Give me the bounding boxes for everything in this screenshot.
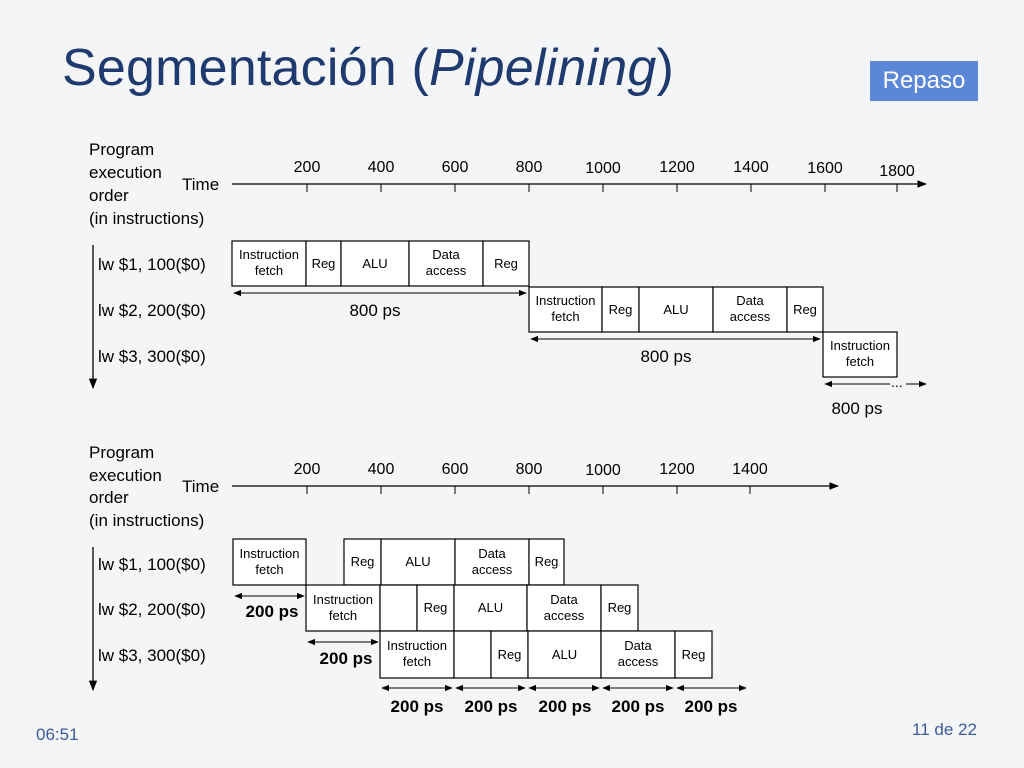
pipeline-row-2: Instruction fetch Reg ALU Data access Re… (528, 286, 824, 333)
order-label-line2: execution (89, 163, 162, 182)
tick-label: 400 (368, 461, 395, 478)
stage-if-line2: fetch (846, 354, 874, 369)
time-label: Time (182, 175, 219, 194)
tick-label: 1200 (659, 159, 695, 176)
stage-dm-line2: access (544, 608, 585, 623)
tick-label: 800 (516, 159, 543, 176)
order-label-line3: order (89, 186, 129, 205)
stage-duration-label: 200 ps (685, 697, 738, 716)
time-label: Time (182, 477, 219, 496)
stage-reg: Reg (608, 600, 632, 615)
stage-dm-line2: access (472, 562, 513, 577)
order-label-line2: execution (89, 466, 162, 485)
order-label-line1: Program (89, 140, 154, 159)
stage-dm-line2: access (426, 263, 467, 278)
stage-alu: ALU (552, 647, 577, 662)
stage-reg: Reg (424, 600, 448, 615)
stage-reg: Reg (793, 302, 817, 317)
stage-if-line2: fetch (255, 562, 283, 577)
tick-label: 400 (368, 159, 395, 176)
ellipsis: ... (891, 374, 903, 390)
stage-if-line2: fetch (551, 309, 579, 324)
stage-dm-line1: Data (624, 638, 652, 653)
instruction-label: lw $2, 200($0) (98, 301, 206, 320)
stage-dm-line2: access (730, 309, 771, 324)
pipeline-row-3: Instruction fetch Reg ALU Data access Re… (379, 630, 713, 679)
stage-reg: Reg (494, 256, 518, 271)
stage-if-line1: Instruction (830, 338, 890, 353)
tick-label: 1000 (585, 160, 621, 177)
stage-duration-label: 200 ps (539, 697, 592, 716)
offset-label: 200 ps (246, 602, 299, 621)
order-label-line1: Program (89, 443, 154, 462)
stage-reg: Reg (682, 647, 706, 662)
gap-label: 800 ps (349, 301, 400, 320)
pipeline-row-1: Instruction fetch Reg ALU Data access Re… (231, 240, 530, 287)
tick-label: 600 (442, 461, 469, 478)
stage-alu: ALU (405, 554, 430, 569)
order-label-line4: (in instructions) (89, 511, 204, 530)
pipeline-row-2: Instruction fetch Reg ALU Data access Re… (305, 584, 639, 632)
slide-time: 06:51 (36, 725, 79, 744)
tick-label: 1000 (585, 462, 621, 479)
bottom-diagram: Program execution order (in instructions… (88, 443, 839, 716)
order-label-line4: (in instructions) (89, 209, 204, 228)
stage-dm-line1: Data (736, 293, 764, 308)
offset-label: 200 ps (320, 649, 373, 668)
slide-page-number: 11 de 22 (912, 720, 977, 739)
stage-if-line1: Instruction (240, 546, 300, 561)
pipeline-row-1: Instruction fetch Reg ALU Data access Re… (232, 538, 565, 586)
axis-ticks: 200 400 600 800 1000 1200 1400 (294, 461, 768, 494)
stage-if-line1: Instruction (387, 638, 447, 653)
tick-label: 1600 (807, 160, 843, 177)
order-label-line3: order (89, 488, 129, 507)
stage-dm-line1: Data (478, 546, 506, 561)
stage-reg: Reg (351, 554, 375, 569)
tick-label: 600 (442, 159, 469, 176)
tick-label: 1200 (659, 461, 695, 478)
stage-duration-label: 200 ps (391, 697, 444, 716)
stage-reg: Reg (535, 554, 559, 569)
stage-reg: Reg (498, 647, 522, 662)
tick-label: 200 (294, 461, 321, 478)
instruction-label: lw $1, 100($0) (98, 255, 206, 274)
stage-alu: ALU (362, 256, 387, 271)
tick-label: 1400 (732, 461, 768, 478)
instruction-label: lw $1, 100($0) (98, 555, 206, 574)
tick-label: 1400 (733, 159, 769, 176)
stage-if-line1: Instruction (313, 592, 373, 607)
axis-ticks: 200 400 600 800 1000 1200 1400 1600 1800 (294, 159, 915, 192)
repaso-badge: Repaso (870, 61, 978, 101)
stage-dm-line1: Data (550, 592, 578, 607)
gap-label: 800 ps (831, 399, 882, 418)
tick-label: 1800 (879, 163, 915, 180)
stage-duration-label: 200 ps (465, 697, 518, 716)
slide-title: Segmentación (Pipelining) (62, 39, 675, 97)
pipeline-row-3: Instruction fetch (822, 331, 898, 378)
top-diagram: Program execution order (in instructions… (88, 140, 927, 418)
instruction-label: lw $3, 300($0) (98, 646, 206, 665)
instruction-label: lw $2, 200($0) (98, 600, 206, 619)
gap-label: 800 ps (640, 347, 691, 366)
stage-dm-line2: access (618, 654, 659, 669)
instruction-label: lw $3, 300($0) (98, 347, 206, 366)
stage-reg: Reg (312, 256, 336, 271)
stage-if-line2: fetch (329, 608, 357, 623)
stage-if-line1: Instruction (536, 293, 596, 308)
stage-alu: ALU (663, 302, 688, 317)
stage-if-line2: fetch (255, 263, 283, 278)
stage-if-line2: fetch (403, 654, 431, 669)
stage-reg: Reg (609, 302, 633, 317)
stage-alu: ALU (478, 600, 503, 615)
stage-dm-line1: Data (432, 247, 460, 262)
stage-if-line1: Instruction (239, 247, 299, 262)
tick-label: 200 (294, 159, 321, 176)
tick-label: 800 (516, 461, 543, 478)
stage-duration-label: 200 ps (612, 697, 665, 716)
